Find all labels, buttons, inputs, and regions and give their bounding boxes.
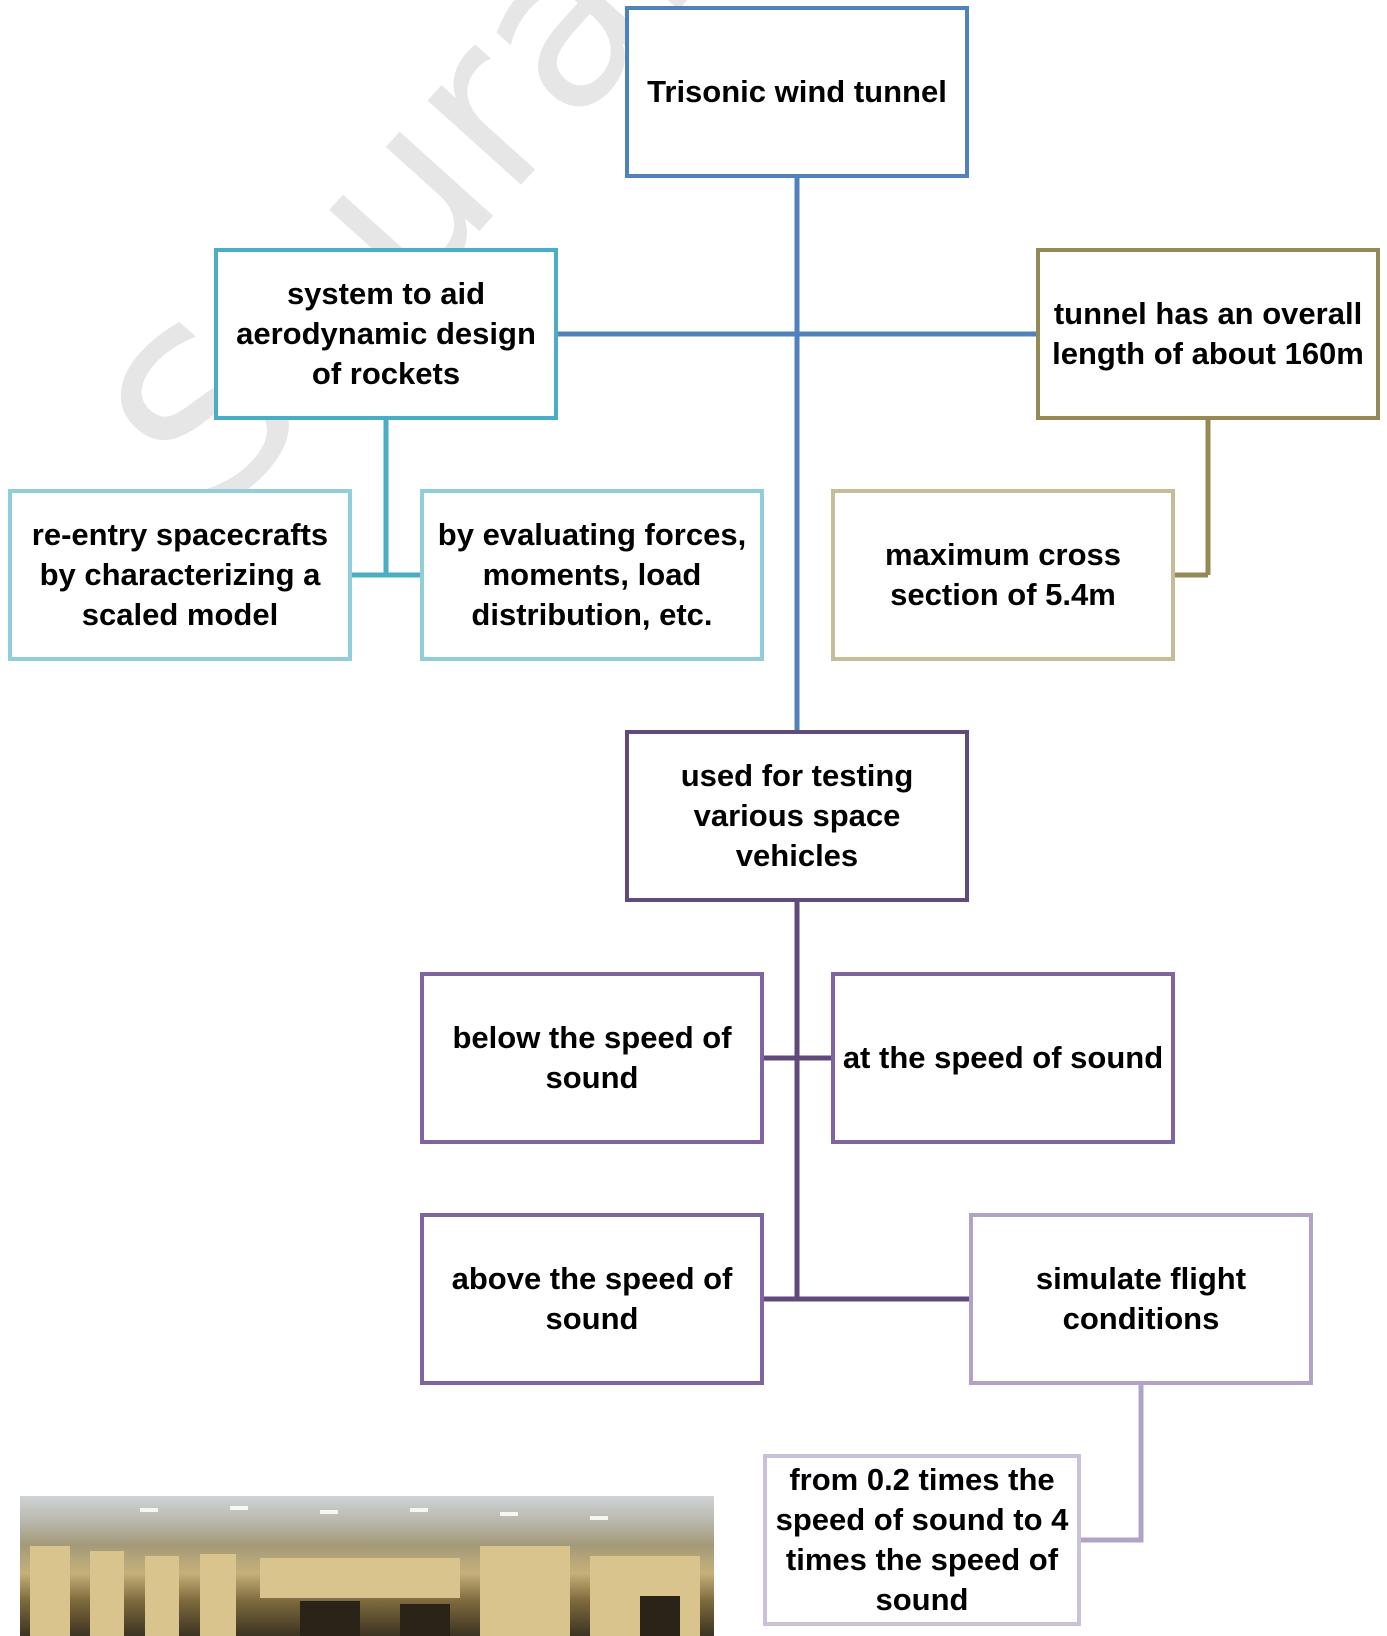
simulate-node: simulate flight conditions — [969, 1213, 1313, 1385]
testing-node-label: used for testing various space vehicles — [680, 758, 914, 873]
reentry-node-label: re-entry spacecrafts by characterizing a… — [31, 517, 329, 632]
above-node-label: above the speed of sound — [451, 1261, 733, 1336]
cross-node: maximum cross section of 5.4m — [831, 489, 1175, 661]
reentry-node: re-entry spacecrafts by characterizing a… — [8, 489, 352, 661]
below-node-label: below the speed of sound — [452, 1020, 732, 1095]
length-node: tunnel has an overall length of about 16… — [1036, 248, 1380, 420]
at-node: at the speed of sound — [831, 972, 1175, 1144]
aid-node: system to aid aerodynamic design of rock… — [214, 248, 558, 420]
wind-tunnel-photo — [20, 1496, 714, 1636]
cross-node-label: maximum cross section of 5.4m — [884, 537, 1122, 612]
range-node-label: from 0.2 times the speed of sound to 4 t… — [775, 1462, 1069, 1617]
below-node: below the speed of sound — [420, 972, 764, 1144]
forces-node-label: by evaluating forces, moments, load dist… — [437, 517, 747, 632]
connector-simulate-range — [1078, 1385, 1144, 1543]
root-node-label: Trisonic wind tunnel — [647, 74, 947, 109]
simulate-node-label: simulate flight conditions — [1035, 1261, 1247, 1336]
root-node: Trisonic wind tunnel — [625, 6, 969, 178]
testing-node: used for testing various space vehicles — [625, 730, 969, 902]
at-node-label: at the speed of sound — [842, 1040, 1164, 1075]
length-node-label: tunnel has an overall length of about 16… — [1052, 296, 1364, 371]
forces-node: by evaluating forces, moments, load dist… — [420, 489, 764, 661]
aid-node-label: system to aid aerodynamic design of rock… — [236, 276, 536, 391]
above-node: above the speed of sound — [420, 1213, 764, 1385]
range-node: from 0.2 times the speed of sound to 4 t… — [763, 1454, 1081, 1626]
